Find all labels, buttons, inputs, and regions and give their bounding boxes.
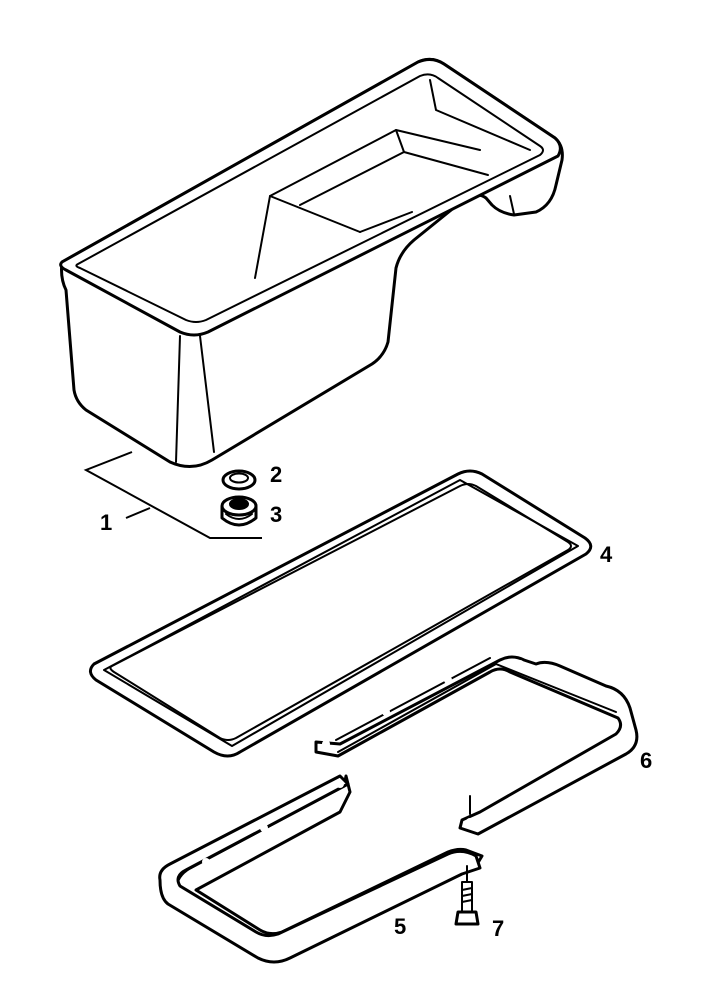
drain-plug (220, 495, 258, 527)
label-part-3: 3 (270, 502, 282, 527)
bolt (454, 865, 480, 926)
pan-gasket (89, 469, 593, 758)
washer (221, 469, 257, 491)
label-part-6: 6 (640, 748, 652, 773)
label-part-7: 7 (492, 916, 504, 941)
label-part-4: 4 (600, 542, 613, 567)
gasket-carrier-rear (314, 655, 639, 836)
gasket-carrier-front (158, 774, 484, 964)
oil-pan (59, 57, 564, 468)
label-part-1: 1 (100, 510, 112, 535)
label-part-5: 5 (394, 914, 406, 939)
part-labels: 1 2 3 4 5 6 7 (100, 462, 652, 941)
label-part-2: 2 (270, 462, 282, 487)
callout-lines (83, 451, 262, 539)
